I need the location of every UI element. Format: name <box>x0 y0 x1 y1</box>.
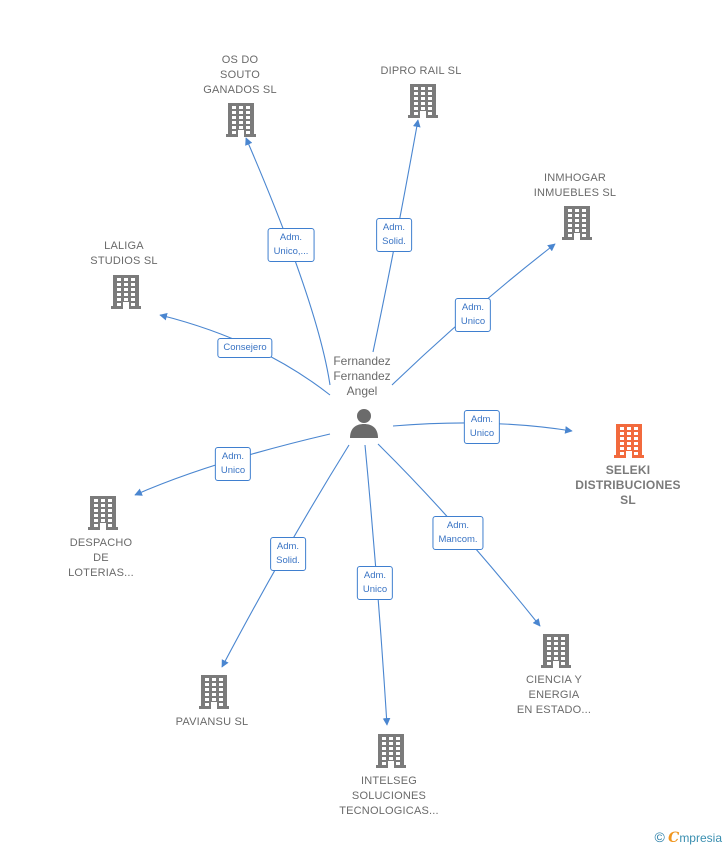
relation-label-line: Adm. <box>382 222 406 233</box>
company-node-ciencia[interactable] <box>541 634 571 673</box>
company-name-line: DESPACHO <box>69 537 133 549</box>
relation-label-line: Solid. <box>382 236 406 247</box>
company-name-dipro[interactable]: DIPRO RAIL SL <box>380 64 461 79</box>
relation-label-line: Adm. <box>363 570 387 581</box>
company-name-line: EN ESTADO... <box>516 704 592 716</box>
relation-label-line: Adm. <box>446 520 470 531</box>
company-name-line: INMUEBLES SL <box>533 187 617 199</box>
company-node-inmhogar[interactable] <box>562 206 592 245</box>
company-name-line: LALIGA <box>104 240 144 252</box>
relation-label-line: Adm. <box>279 232 303 243</box>
brand-name: mpresia <box>679 831 722 845</box>
building-icon <box>408 84 438 118</box>
company-node-intelseg[interactable] <box>376 734 406 773</box>
building-icon <box>562 206 592 240</box>
relation-label-line: Adm. <box>461 302 485 313</box>
brand-initial: C <box>668 830 680 846</box>
relation-label-intelseg[interactable]: Adm. Unico <box>356 566 394 600</box>
company-node-laliga[interactable] <box>111 275 141 314</box>
company-name-line: SELEKI <box>605 463 651 477</box>
relation-label-line: Mancom. <box>438 534 478 545</box>
person-name-line: Fernandez <box>333 354 391 368</box>
building-icon <box>111 275 141 309</box>
company-name-line: STUDIOS SL <box>90 255 158 267</box>
building-icon <box>614 424 644 458</box>
relation-label-seleki[interactable]: Adm. Unico <box>463 410 501 444</box>
company-name-intelseg[interactable]: INTELSEG SOLUCIONES TECNOLOGICAS... <box>339 774 439 819</box>
company-name-line: TECNOLOGICAS... <box>339 805 439 817</box>
company-name-line: SOUTO <box>220 69 260 81</box>
company-name-paviansu[interactable]: PAVIANSU SL <box>176 715 249 730</box>
company-name-line: INMHOGAR <box>543 172 607 184</box>
relation-label-line: Solid. <box>276 555 300 566</box>
person-name-line: Angel <box>346 384 378 398</box>
company-name-line: GANADOS SL <box>203 84 277 96</box>
company-name-line: INTELSEG <box>360 775 418 787</box>
company-name-ciencia[interactable]: CIENCIA Y ENERGIA EN ESTADO... <box>517 673 591 718</box>
relation-label-despacho[interactable]: Adm. Unico <box>214 447 252 481</box>
relation-label-paviansu[interactable]: Adm. Solid. <box>270 537 306 571</box>
building-icon <box>541 634 571 668</box>
company-node-dipro[interactable] <box>408 84 438 123</box>
relation-label-line: Unico <box>469 428 495 439</box>
company-node-osdo[interactable] <box>226 103 256 142</box>
relation-label-line: Unico <box>220 465 246 476</box>
company-node-seleki[interactable] <box>614 424 644 463</box>
company-name-line: DISTRIBUCIONES <box>575 478 681 492</box>
company-name-line: SOLUCIONES <box>351 790 427 802</box>
company-node-paviansu[interactable] <box>199 675 229 714</box>
company-name-inmhogar[interactable]: INMHOGAR INMUEBLES SL <box>534 171 616 201</box>
relation-label-line: Adm. <box>276 541 300 552</box>
edge-to-osdo <box>245 137 331 386</box>
relation-label-line: Adm. <box>221 451 245 462</box>
footer-brand: © Cmpresia <box>654 829 722 846</box>
company-name-osdo[interactable]: OS DO SOUTO GANADOS SL <box>203 53 277 98</box>
relation-label-inmhogar[interactable]: Adm. Unico <box>454 298 492 332</box>
building-icon <box>376 734 406 768</box>
relation-label-laliga[interactable]: Consejero <box>217 338 273 358</box>
company-name-line: ENERGIA <box>528 689 580 701</box>
building-icon <box>88 496 118 530</box>
company-name-laliga[interactable]: LALIGA STUDIOS SL <box>90 239 157 269</box>
person-name-line: Fernandez <box>333 369 391 383</box>
relation-label-ciencia[interactable]: Adm. Mancom. <box>432 516 484 550</box>
company-node-despacho[interactable] <box>88 496 118 535</box>
building-icon <box>199 675 229 709</box>
person-icon <box>350 409 378 438</box>
company-name-line: SL <box>620 493 636 507</box>
relation-label-line: Adm. <box>470 414 494 425</box>
relation-label-line: Consejero <box>223 342 267 353</box>
relation-label-line: Unico <box>362 584 388 595</box>
relation-label-dipro[interactable]: Adm. Solid. <box>376 218 412 252</box>
company-name-line: OS DO <box>221 54 259 66</box>
company-name-line: DIPRO RAIL SL <box>380 65 462 77</box>
copyright-symbol: © <box>654 829 665 845</box>
company-name-despacho[interactable]: DESPACHO DE LOTERIAS... <box>68 536 134 581</box>
relation-label-line: Unico,... <box>273 246 309 257</box>
company-name-line: PAVIANSU SL <box>175 716 249 728</box>
building-icon <box>226 103 256 137</box>
relation-label-line: Unico <box>460 316 486 327</box>
company-name-line: CIENCIA Y <box>525 674 583 686</box>
company-name-line: LOTERIAS... <box>68 567 134 579</box>
person-node[interactable] <box>349 408 379 443</box>
company-name-line: DE <box>93 552 109 564</box>
relation-label-osdo[interactable]: Adm. Unico,... <box>267 228 315 262</box>
